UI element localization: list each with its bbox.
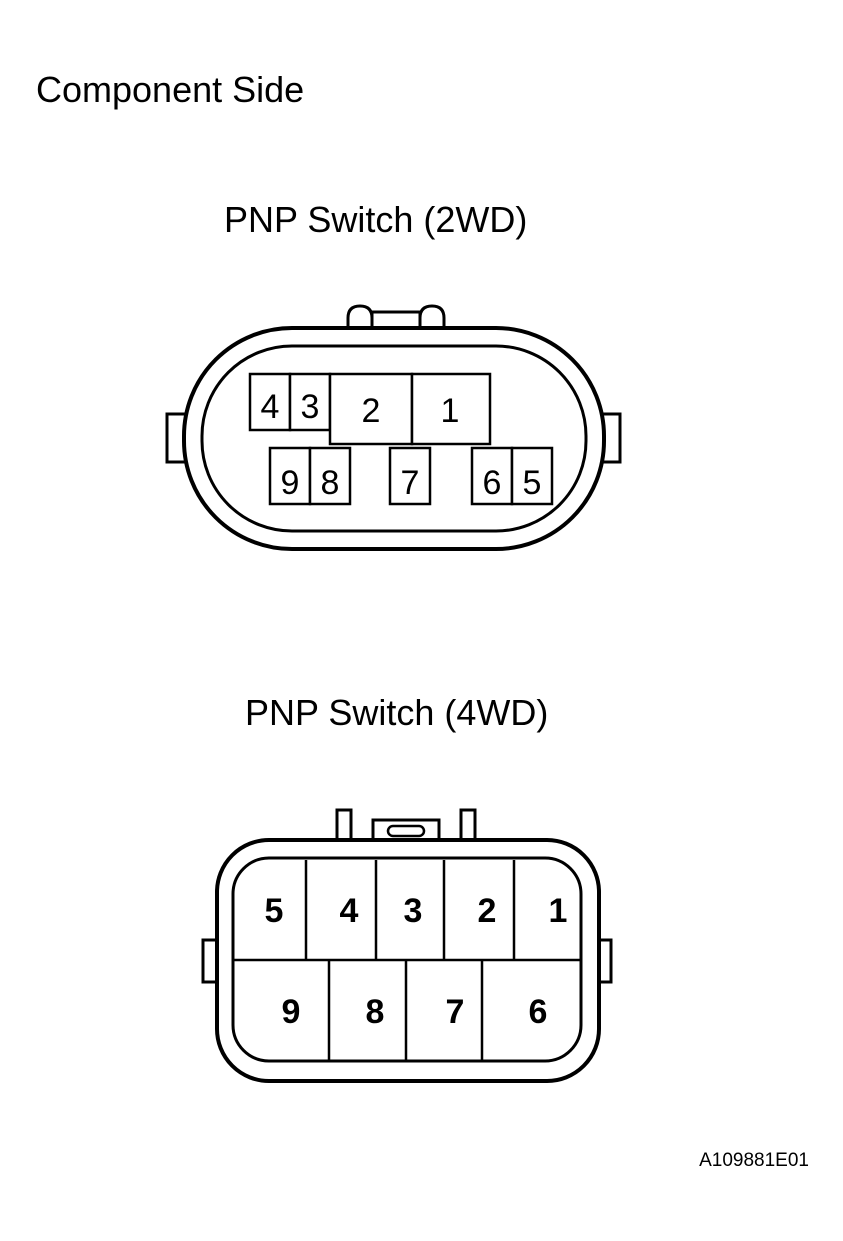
connector-title-4wd: PNP Switch (4WD)	[245, 692, 549, 733]
terminal-1-cavity	[410, 372, 492, 446]
terminal-1-label: 1	[441, 392, 460, 430]
terminal-8-label: 8	[366, 993, 385, 1031]
terminal-1-label: 1	[549, 892, 568, 930]
terminal-2-label: 2	[478, 892, 497, 930]
terminal-4-label: 4	[261, 388, 280, 426]
terminal-7-label: 7	[401, 464, 420, 502]
terminal-6-label: 6	[483, 464, 502, 502]
page-title: Component Side	[36, 69, 305, 110]
terminal-8-label: 8	[321, 464, 340, 502]
terminal-4-label: 4	[340, 892, 359, 930]
terminal-9-cavity	[268, 446, 312, 506]
terminal-6-label: 6	[529, 993, 548, 1031]
terminal-5-label: 5	[265, 892, 284, 930]
latch-slot	[386, 824, 426, 838]
terminal-4-cavity	[248, 372, 292, 432]
terminal-9-label: 9	[281, 464, 300, 502]
terminal-8-cavity	[308, 446, 352, 506]
terminal-5-label: 5	[523, 464, 542, 502]
terminal-9-label: 9	[282, 993, 301, 1031]
terminal-2-label: 2	[362, 392, 381, 430]
terminal-7-label: 7	[446, 993, 465, 1031]
connector-title-2wd: PNP Switch (2WD)	[224, 199, 528, 240]
terminal-3-label: 3	[301, 388, 320, 426]
terminal-2-cavity	[328, 372, 414, 446]
figure-code: A109881E01	[699, 1150, 809, 1171]
terminal-3-label: 3	[404, 892, 423, 930]
terminal-7-cavity	[388, 446, 432, 506]
terminal-5-cavity	[510, 446, 554, 506]
